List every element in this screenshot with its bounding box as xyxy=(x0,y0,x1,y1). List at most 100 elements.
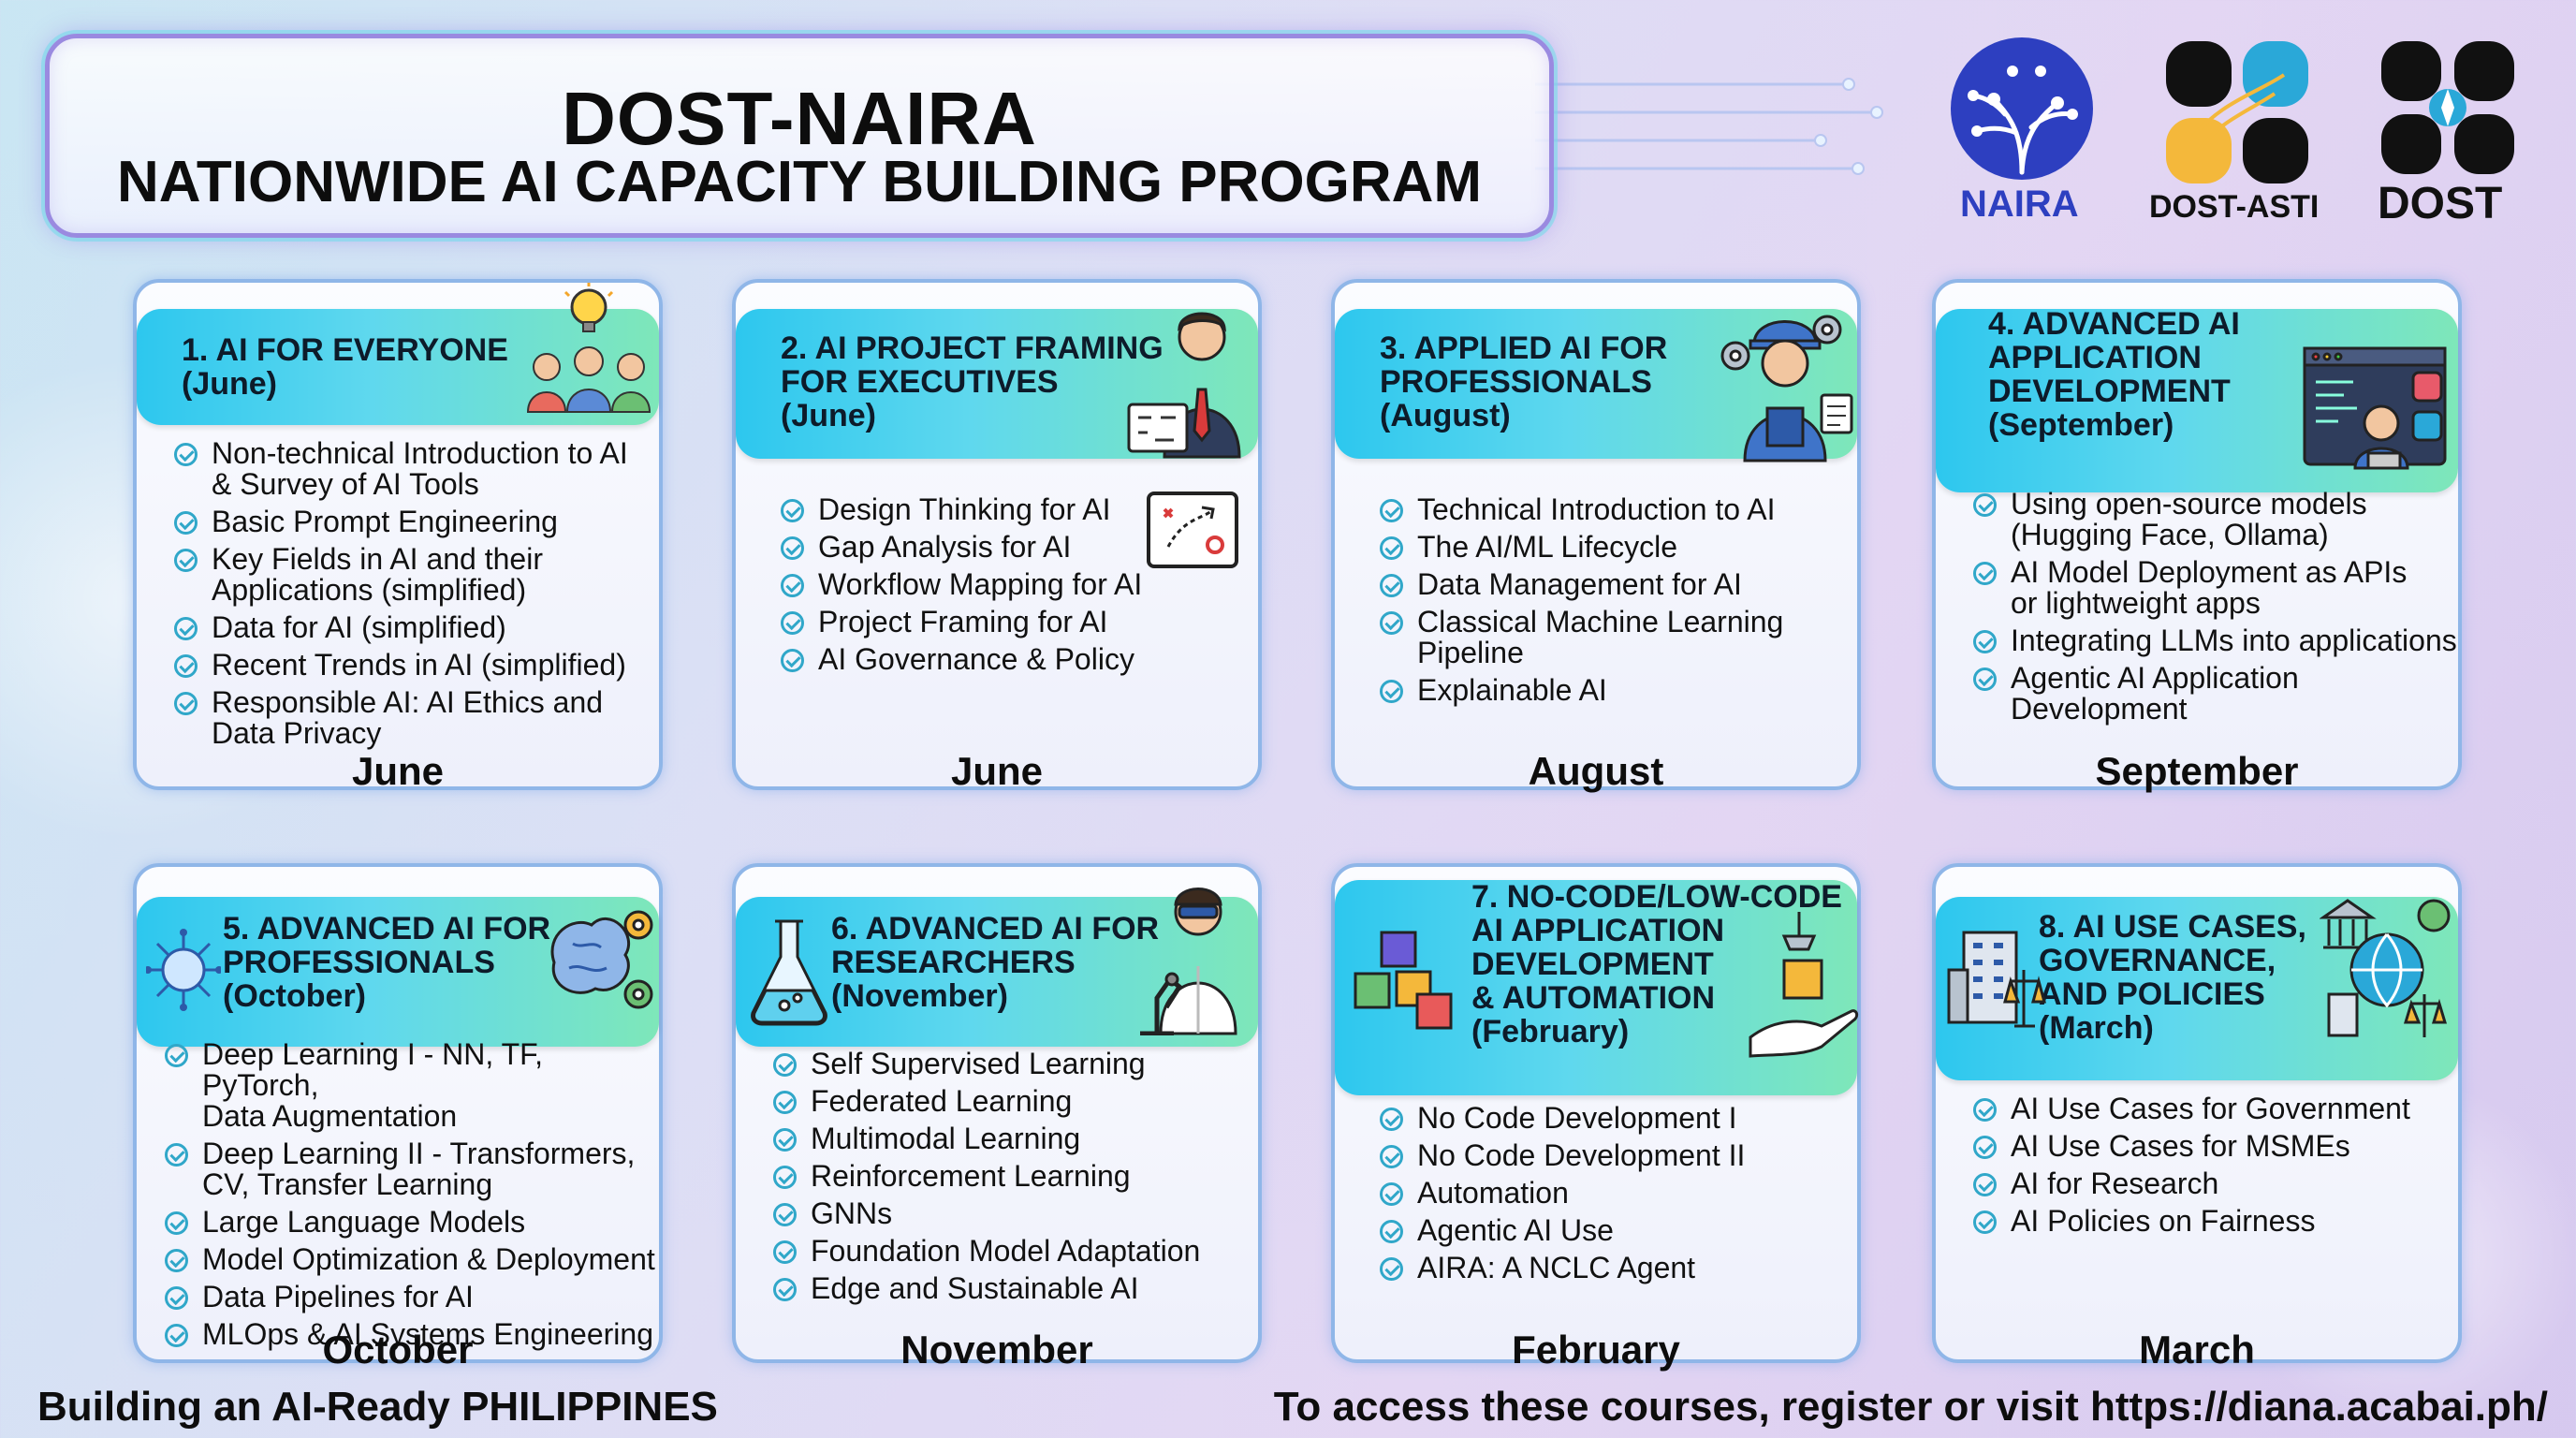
list-item: Deep Learning I - NN, TF, PyTorch, Data … xyxy=(165,1039,661,1132)
check-circle-icon xyxy=(174,617,198,640)
check-circle-icon xyxy=(1973,562,1997,585)
course-month: November xyxy=(900,1328,1093,1372)
check-circle-icon xyxy=(773,1278,797,1301)
check-circle-icon xyxy=(781,499,804,522)
check-circle-icon xyxy=(781,574,804,597)
course-card-no-code-low-code[interactable]: 7. NO-CODE/LOW-CODE AI APPLICATION DEVEL… xyxy=(1331,863,1861,1372)
page-title: DOST-NAIRA xyxy=(562,77,1037,160)
dost-asti-logo-label: DOST-ASTI xyxy=(2149,189,2320,225)
flask-icon xyxy=(751,919,827,1026)
list-item: AI Policies on Fairness xyxy=(1973,1206,2460,1237)
footer-register-link[interactable]: To access these courses, register or vis… xyxy=(1273,1384,2548,1430)
check-circle-icon xyxy=(165,1044,188,1067)
government-globe-icon xyxy=(2320,899,2451,1037)
check-circle-icon xyxy=(1973,630,1997,653)
list-item: Data for AI (simplified) xyxy=(174,612,642,643)
list-item: Self Supervised Learning xyxy=(773,1049,1260,1079)
course-card-applied-ai[interactable]: 3. APPLIED AI FOR PROFESSIONALS (August)… xyxy=(1331,279,1861,793)
list-item: AI Model Deployment as APIs or lightweig… xyxy=(1973,557,2460,619)
list-item: AIRA: A NCLC Agent xyxy=(1380,1253,1848,1284)
check-circle-icon xyxy=(781,611,804,635)
check-circle-icon xyxy=(1380,1145,1403,1168)
course-card-ai-project-framing[interactable]: 2. AI PROJECT FRAMING FOR EXECUTIVES (Ju… xyxy=(732,279,1262,793)
check-circle-icon xyxy=(165,1249,188,1272)
ai-chip-icon xyxy=(146,929,221,1011)
naira-logo-label: NAIRA xyxy=(1960,183,2079,225)
course-topics-list: Self Supervised Learning Federated Learn… xyxy=(773,1049,1260,1311)
hand-holding-block-icon xyxy=(1749,912,1859,1058)
list-item: GNNs xyxy=(773,1198,1260,1229)
dost-asti-logo-icon xyxy=(2166,41,2308,183)
check-circle-icon xyxy=(1973,668,1997,691)
course-topics-list: Non-technical Introduction to AI & Surve… xyxy=(174,438,642,756)
circuit-lines-decoration xyxy=(1535,78,1883,175)
course-title: 4. ADVANCED AI APPLICATION DEVELOPMENT (… xyxy=(1988,306,2240,443)
list-item: AI Governance & Policy xyxy=(781,644,1249,675)
course-month: March xyxy=(2139,1328,2255,1372)
course-month: October xyxy=(322,1328,474,1372)
building-scales-icon xyxy=(1947,931,2046,1028)
check-circle-icon xyxy=(1380,611,1403,635)
list-item: Edge and Sustainable AI xyxy=(773,1273,1260,1304)
list-item: AI for Research xyxy=(1973,1168,2460,1199)
course-topics-list: No Code Development I No Code Developmen… xyxy=(1380,1103,1848,1290)
course-month: August xyxy=(1528,749,1664,793)
course-card-ai-for-everyone[interactable]: 1. AI FOR EVERYONE (June) Non-technical … xyxy=(133,279,663,793)
course-topics-list: AI Use Cases for Government AI Use Cases… xyxy=(1973,1093,2460,1243)
check-circle-icon xyxy=(1380,536,1403,560)
list-item: Classical Machine Learning Pipeline xyxy=(1380,607,1848,668)
check-circle-icon xyxy=(1380,1182,1403,1206)
check-circle-icon xyxy=(174,654,198,678)
check-circle-icon xyxy=(1380,574,1403,597)
check-circle-icon xyxy=(1973,1098,1997,1122)
list-item: Multimodal Learning xyxy=(773,1123,1260,1154)
list-item: Workflow Mapping for AI xyxy=(781,569,1249,600)
title-banner: DOST-NAIRA NATIONWIDE AI CAPACITY BUILDI… xyxy=(45,34,1554,238)
list-item: Integrating LLMs into applications xyxy=(1973,625,2460,656)
check-circle-icon xyxy=(174,549,198,572)
people-lightbulb-icon xyxy=(526,283,651,413)
check-circle-icon xyxy=(781,649,804,672)
check-circle-icon xyxy=(773,1240,797,1264)
course-month: February xyxy=(1512,1328,1680,1372)
list-item: MLOps & AI Systems Engineering xyxy=(165,1319,661,1350)
course-card-header: 5. ADVANCED AI FOR PROFESSIONALS (Octobe… xyxy=(137,897,659,1047)
check-circle-icon xyxy=(773,1053,797,1077)
scientist-microscope-icon xyxy=(1140,888,1237,1035)
check-circle-icon xyxy=(1973,1211,1997,1234)
check-circle-icon xyxy=(773,1166,797,1189)
course-card-header: 3. APPLIED AI FOR PROFESSIONALS (August) xyxy=(1335,309,1857,462)
engineer-icon xyxy=(1720,315,1853,462)
check-circle-icon xyxy=(1380,680,1403,703)
course-title: 2. AI PROJECT FRAMING FOR EXECUTIVES (Ju… xyxy=(781,330,1164,433)
course-card-header: 1. AI FOR EVERYONE (June) xyxy=(137,283,659,425)
check-circle-icon xyxy=(165,1143,188,1167)
course-title: 7. NO-CODE/LOW-CODE AI APPLICATION DEVEL… xyxy=(1471,879,1842,1049)
course-card-use-cases-governance[interactable]: 8. AI USE CASES, GOVERNANCE, AND POLICIE… xyxy=(1932,863,2462,1372)
course-card-advanced-ai-professionals[interactable]: 5. ADVANCED AI FOR PROFESSIONALS (Octobe… xyxy=(133,863,663,1372)
list-item: Explainable AI xyxy=(1380,675,1848,706)
course-card-header: 4. ADVANCED AI APPLICATION DEVELOPMENT (… xyxy=(1936,306,2458,492)
course-topics-list: Deep Learning I - NN, TF, PyTorch, Data … xyxy=(165,1039,661,1357)
list-item: Non-technical Introduction to AI & Surve… xyxy=(174,438,642,500)
list-item: Foundation Model Adaptation xyxy=(773,1236,1260,1267)
course-card-advanced-app-dev[interactable]: 4. ADVANCED AI APPLICATION DEVELOPMENT (… xyxy=(1932,279,2462,793)
list-item: Data Management for AI xyxy=(1380,569,1848,600)
list-item: Deep Learning II - Transformers, CV, Tra… xyxy=(165,1138,661,1200)
list-item: Model Optimization & Deployment xyxy=(165,1244,661,1275)
check-circle-icon xyxy=(174,511,198,535)
check-circle-icon xyxy=(1973,1173,1997,1196)
course-title: 1. AI FOR EVERYONE (June) xyxy=(182,332,508,402)
blocks-icon xyxy=(1354,931,1453,1030)
check-circle-icon xyxy=(1973,1136,1997,1159)
developer-screen-icon xyxy=(2303,346,2447,470)
check-circle-icon xyxy=(165,1324,188,1347)
check-circle-icon xyxy=(773,1128,797,1152)
executive-presenter-icon xyxy=(1127,312,1241,459)
list-item: Basic Prompt Engineering xyxy=(174,506,642,537)
course-card-header: 2. AI PROJECT FRAMING FOR EXECUTIVES (Ju… xyxy=(736,309,1258,459)
list-item: Gap Analysis for AI xyxy=(781,532,1249,563)
list-item: No Code Development II xyxy=(1380,1140,1848,1171)
strategy-board-icon xyxy=(1147,492,1238,568)
course-card-advanced-ai-researchers[interactable]: 6. ADVANCED AI FOR RESEARCHERS (November… xyxy=(732,863,1262,1372)
